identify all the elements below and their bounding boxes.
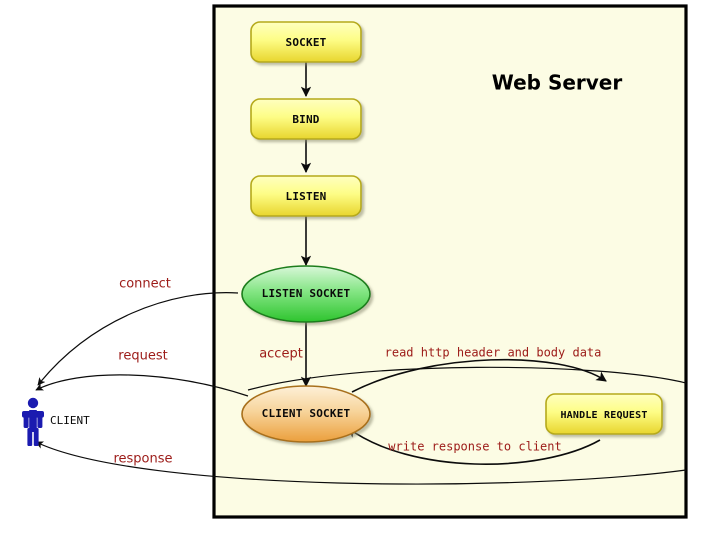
node-socket-shape — [250, 21, 362, 63]
node-socket[interactable]: SOCKET — [250, 21, 362, 63]
node-client-socket-label: CLIENT SOCKET — [262, 407, 351, 420]
node-listen-shape — [250, 175, 362, 217]
arrow-response-to-client — [35, 441, 687, 485]
edge-label-connect: connect — [119, 277, 171, 292]
node-client-socket-shape — [241, 385, 371, 443]
node-listen-socket[interactable]: LISTEN SOCKET — [241, 265, 371, 323]
node-socket-label: SOCKET — [286, 36, 327, 49]
node-handle-request-shape — [545, 393, 663, 435]
node-bind-shape — [250, 98, 362, 140]
arrow-write-handlerequest-to-clientsocket — [347, 427, 601, 465]
node-client-socket[interactable]: CLIENT SOCKET — [241, 385, 371, 443]
node-handle-request[interactable]: HANDLE REQUEST — [545, 393, 663, 435]
client-actor-label: CLIENT — [50, 414, 90, 427]
arrow-connect-to-client — [37, 292, 239, 386]
arrow-request-to-client — [35, 374, 249, 397]
node-listen-socket-shape — [241, 265, 371, 323]
edge-label-read-http: read http header and body data — [385, 346, 602, 360]
node-listen[interactable]: LISTEN — [250, 175, 362, 217]
node-bind[interactable]: BIND — [250, 98, 362, 140]
person-icon — [22, 397, 44, 446]
client-actor[interactable]: CLIENT — [22, 397, 90, 446]
edge-label-accept: accept — [259, 347, 303, 362]
web-server-title: Web Server — [492, 71, 623, 95]
node-handle-request-label: HANDLE REQUEST — [560, 410, 647, 421]
edge-label-write-response: write response to client — [388, 440, 561, 454]
node-listen-label: LISTEN — [286, 190, 327, 203]
arrow-read-clientsocket-to-handlerequest — [351, 358, 607, 393]
edge-label-request: request — [118, 349, 167, 364]
node-bind-label: BIND — [292, 113, 319, 126]
edge-label-response: response — [113, 452, 172, 467]
node-listen-socket-label: LISTEN SOCKET — [262, 287, 351, 300]
arrow-request-lead — [247, 366, 687, 391]
